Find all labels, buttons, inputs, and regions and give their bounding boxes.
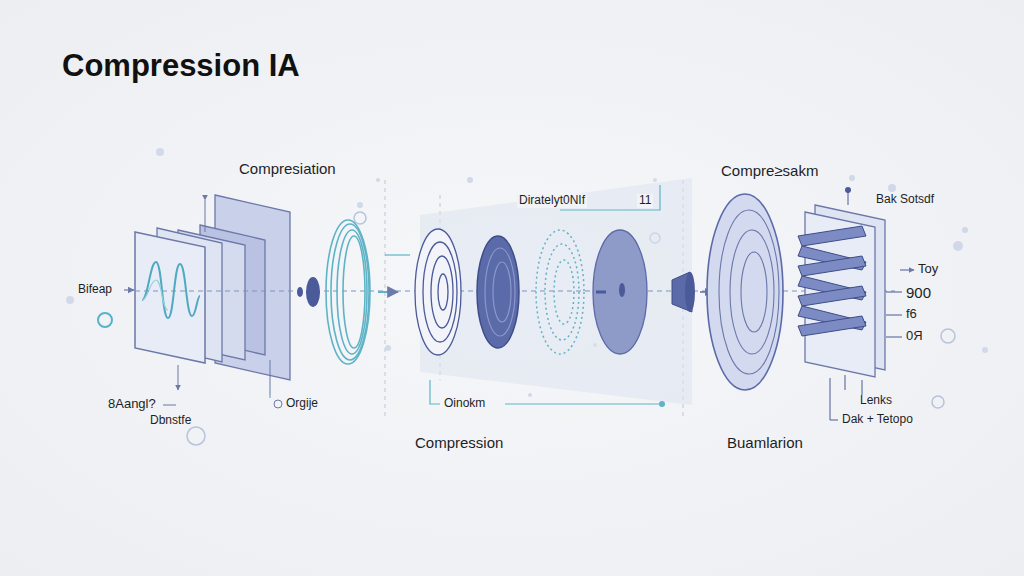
part-label: Bifeap	[78, 283, 112, 297]
part-label: Dak + Tetopo	[842, 413, 913, 427]
part-label: 900	[906, 284, 931, 301]
part-label: Compre≥sakm	[721, 162, 818, 179]
part-label: f6	[906, 307, 917, 322]
part-label: 8Aangl?	[108, 397, 156, 412]
part-label: Lenks	[860, 394, 892, 408]
part-label: Compresiation	[239, 160, 336, 177]
part-label: Toy	[918, 262, 938, 277]
part-label: 0Я	[906, 329, 923, 344]
part-label: Bak Sotsdf	[876, 193, 934, 207]
part-label: Diratelyt0NIf	[517, 194, 587, 208]
part-label: Buamlarion	[727, 434, 803, 451]
part-label: Orgije	[286, 397, 318, 411]
part-label: Compression	[415, 434, 503, 451]
diagram-title: Compression IA	[62, 48, 300, 84]
part-label: 11	[637, 194, 653, 208]
part-label: Oinokm	[444, 397, 485, 411]
part-label: Dbnstfe	[150, 414, 191, 428]
